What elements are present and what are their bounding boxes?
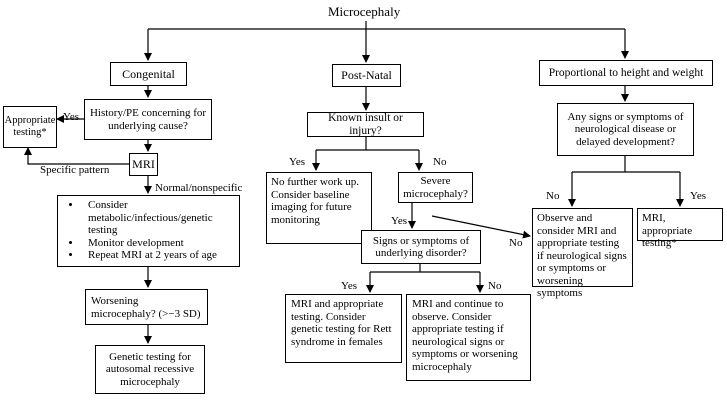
node-worsening: Worsening microcephaly? (>−3 SD) [85,289,208,325]
node-known-insult: Known insult or injury? [307,112,424,137]
consideration-item: Monitor development [82,237,235,250]
node-proportional: Proportional to height and weight [539,60,713,86]
node-post-natal: Post-Natal [332,64,401,87]
node-mri-rett: MRI and appropriate testing. Consider ge… [285,294,402,363]
consideration-item: Consider metabolic/infectious/genetic te… [82,199,235,237]
node-any-signs: Any signs or symptoms of neurological di… [557,103,694,156]
consideration-item: Repeat MRI at 2 years of age [82,249,235,262]
node-considerations: Consider metabolic/infectious/genetic te… [57,195,240,267]
node-mri-observe: MRI and continue to observe. Consider ap… [406,294,531,381]
label-normal-nonspecific: Normal/nonspecific [155,182,243,194]
label-yes-history: Yes [63,111,80,123]
label-no-severe: No [509,237,523,249]
node-severe: Severe microcephaly? [398,172,473,203]
label-yes-any: Yes [690,190,707,202]
node-history-pe: History/PE concerning for underlying cau… [84,99,212,140]
node-no-further: No further work up. Consider baseline im… [266,172,372,244]
node-appropriate-testing-left: Appropriate testing* [3,106,57,148]
node-mri: MRI [129,153,158,176]
label-no-signs: No [488,280,502,292]
chart-title: Microcephaly [328,4,401,19]
label-yes-severe: Yes [391,215,408,227]
node-observe-consider: Observe and consider MRI and appropriate… [532,208,633,299]
label-yes-signs: Yes [341,280,358,292]
node-signs-underlying: Signs or symptoms of underlying disorder… [361,230,481,264]
edge-severe-observe [431,215,531,239]
label-yes-insult: Yes [289,156,306,168]
label-no-any: No [546,190,560,202]
edge-mri-appropriate [24,147,129,165]
node-mri-appropriate: MRI, appropriate testing* [637,208,723,249]
label-specific-pattern: Specific pattern [40,164,110,176]
node-genetic-testing: Genetic testing for autosomal recessive … [95,345,205,394]
label-no-insult: No [433,156,447,168]
node-congenital: Congenital [110,62,187,86]
